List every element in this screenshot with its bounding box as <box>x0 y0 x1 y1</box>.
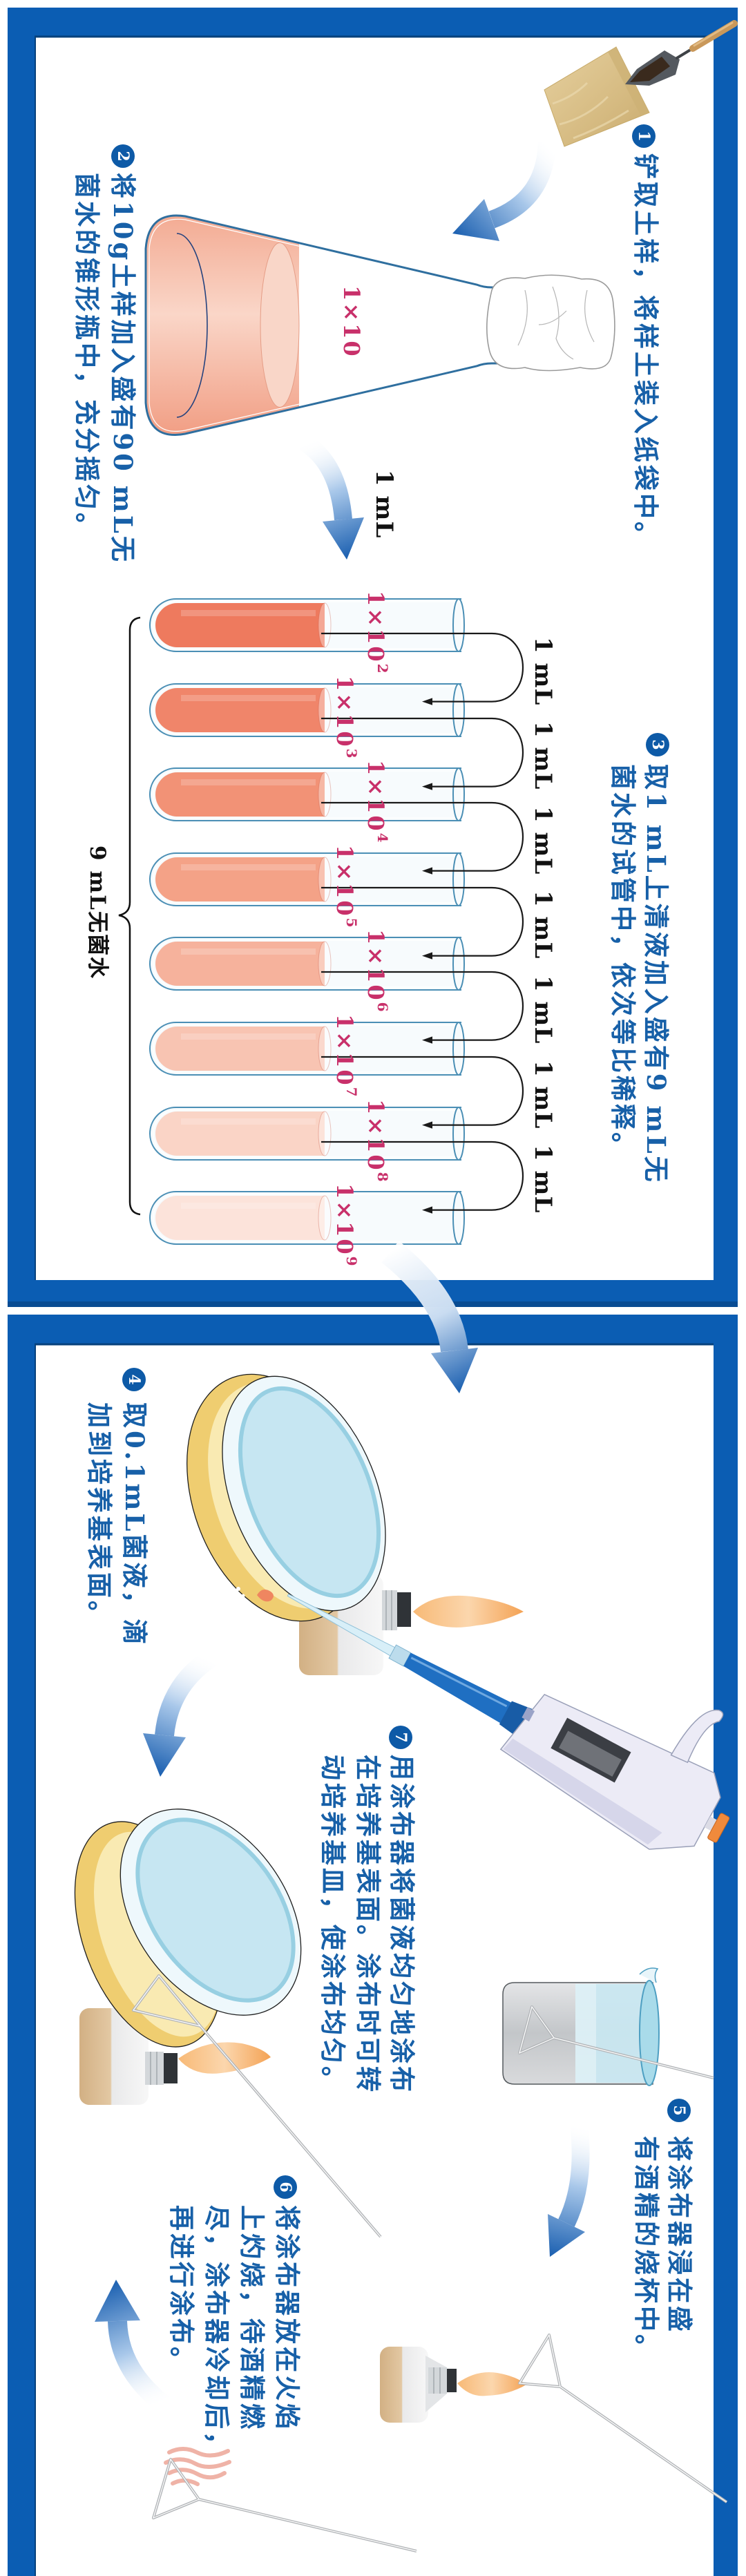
flame-icon <box>178 2042 271 2074</box>
step-2-badge: 2 <box>111 144 135 168</box>
tube-6-label-exponent: 7 <box>343 1087 360 1097</box>
arrow-step5-to-step6-icon <box>548 2123 590 2257</box>
step-4-text-line-2: 加到培养基表面。 <box>84 1402 115 1629</box>
step-2-text-line-1: 将10g土样加入盛有90 mL无 <box>108 173 138 564</box>
step-7-text-line-1: 用涂布器将菌液均匀地涂布 <box>387 1755 417 2095</box>
arrow-panel1-to-panel2-icon <box>381 1241 478 1393</box>
flame-icon <box>413 1595 524 1628</box>
petri-dish-2-icon <box>74 1809 302 2048</box>
tube-4-dilution-label: 1×105 <box>332 845 360 928</box>
beaker-icon <box>502 1967 660 2086</box>
micropipette-icon <box>287 1594 730 1850</box>
arrow-flask-to-tubes-icon <box>298 434 364 560</box>
tube-2-label-exponent: 3 <box>343 748 360 759</box>
tube-2-liquid <box>155 688 325 732</box>
step-6-text-line-2: 上灼烧，待酒精燃 <box>237 2205 267 2432</box>
tube-6-label-base: 1×10 <box>332 1014 358 1087</box>
tube-1-liquid <box>155 603 325 647</box>
cotton-plug-icon <box>486 274 615 372</box>
step-7-text-line-2: 在培养基表面。涂布时可转 <box>353 1755 383 2095</box>
step-3-badge: 3 <box>646 733 669 756</box>
transfer-label-2: 1 mL <box>529 721 557 790</box>
arrow-step4-to-step7-icon <box>143 1650 217 1777</box>
step-1-badge: 1 <box>632 124 656 148</box>
step-3-text-line-1: 取1 mL上清液加入盛有9 mL无 <box>641 764 671 1185</box>
transfer-label-1: 1 mL <box>529 637 557 706</box>
tube-5-dilution-label: 1×106 <box>363 929 391 1012</box>
flask-dilution-label: 1×10 <box>338 285 365 359</box>
step-3-text-line-2: 菌水的试管中，依次等比稀释。 <box>608 764 638 1161</box>
step-2-text-line-2: 菌水的锥形瓶中，充分摇匀。 <box>72 173 102 541</box>
tube-6-dilution-label: 1×107 <box>332 1014 360 1097</box>
petri-dish-1-icon <box>186 1373 386 1622</box>
tube-2-label-base: 1×10 <box>332 676 358 749</box>
tube-8-label-base: 1×10 <box>332 1183 358 1257</box>
step-1-text-line-1: 铲取土样，将样土装入纸袋中。 <box>631 153 661 550</box>
tube-2-dilution-label: 1×103 <box>332 676 360 759</box>
step-6-text-line-1: 将涂布器放在火焰 <box>272 2205 303 2432</box>
tube-1-dilution-label: 1×102 <box>363 591 391 674</box>
transfer-label-7: 1 mL <box>529 1145 557 1214</box>
spreader-in-dish-icon <box>132 1974 382 2238</box>
tube-8-label-exponent: 9 <box>343 1256 360 1266</box>
step-7-badge: 7 <box>389 1726 412 1749</box>
test-tube-rack <box>118 598 524 1245</box>
tube-3-label-base: 1×10 <box>363 760 389 833</box>
heated-spreader-icon <box>152 2447 417 2553</box>
tube-4-label-exponent: 5 <box>343 917 360 928</box>
tube-7-label-base: 1×10 <box>363 1099 389 1172</box>
heat-flame-icon <box>164 2447 231 2486</box>
tube-5-liquid <box>155 942 325 986</box>
transfer-label-4: 1 mL <box>529 890 557 960</box>
conical-flask-icon <box>144 214 615 436</box>
alcohol-lamp-3-icon <box>380 2347 526 2423</box>
step-4-text-line-1: 取0.1mL菌液，滴 <box>119 1402 150 1648</box>
step-7-text-line-3: 动培养基皿，使涂布均匀。 <box>318 1755 348 2095</box>
tube-4-label-base: 1×10 <box>332 845 358 918</box>
step-5-text-line-1: 将涂布器浸在盛 <box>664 2136 695 2334</box>
trowel-icon <box>625 20 738 86</box>
tube-1-label-base: 1×10 <box>363 591 389 664</box>
brace-icon <box>118 616 141 1216</box>
step-6-badge: 6 <box>274 2175 297 2199</box>
tube-1-label-exponent: 2 <box>374 663 391 674</box>
transfer-label-3: 1 mL <box>529 806 557 875</box>
flask-transfer-volume-label: 1 mL <box>370 470 398 539</box>
tube-7-dilution-label: 1×108 <box>363 1099 391 1182</box>
tube-3-liquid <box>155 772 325 817</box>
tube-5-label-base: 1×10 <box>363 929 389 1002</box>
tube-8-liquid <box>155 1196 325 1240</box>
transfer-label-6: 1 mL <box>529 1060 557 1129</box>
step-5-badge: 5 <box>667 2099 691 2122</box>
spreader-in-beaker-icon <box>518 2005 714 2079</box>
tube-3-dilution-label: 1×104 <box>363 760 391 843</box>
tube-7-liquid <box>155 1112 325 1156</box>
tube-5-label-exponent: 6 <box>374 1002 391 1012</box>
tube-6-liquid <box>155 1027 325 1071</box>
alcohol-lamp-2-icon <box>79 2008 271 2105</box>
step-4-badge: 4 <box>122 1368 146 1391</box>
arrow-step6-to-step7-icon <box>95 2280 169 2412</box>
step-5-text-line-2: 有酒精的烧杯中。 <box>631 2136 662 2363</box>
arrow-step1-to-flask-icon <box>452 141 556 241</box>
tube-7-label-exponent: 8 <box>374 1172 391 1182</box>
sterile-water-label: 9 mL无菌水 <box>85 846 110 980</box>
tube-4-liquid <box>155 857 325 901</box>
tube-3-label-exponent: 4 <box>374 832 391 843</box>
transfer-label-5: 1 mL <box>529 975 557 1044</box>
flame-icon <box>457 2372 526 2396</box>
droplet-icon <box>257 1589 274 1602</box>
tube-8-dilution-label: 1×109 <box>332 1183 360 1266</box>
spreader-over-flame-icon <box>518 2334 728 2503</box>
step-6-text-line-4: 再进行涂布。 <box>166 2205 197 2375</box>
step-6-text-line-3: 尽，涂布器冷却后， <box>202 2205 232 2460</box>
